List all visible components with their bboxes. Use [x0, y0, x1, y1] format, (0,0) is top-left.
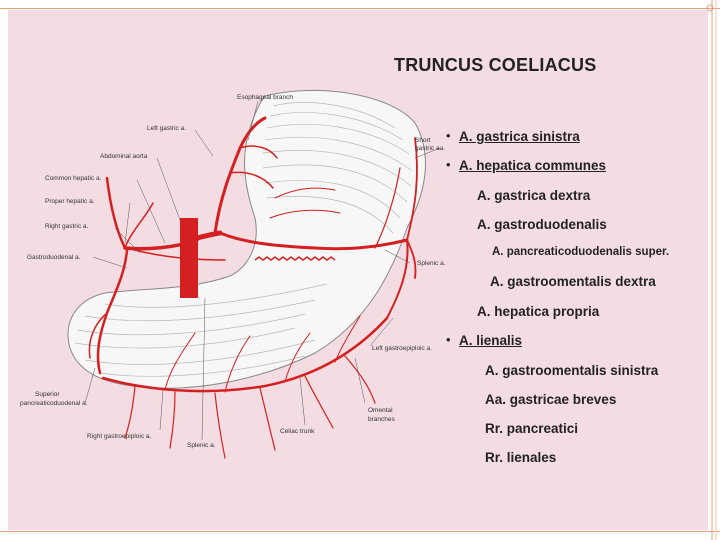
stomach-artery-illustration: Esophageal branch Left gastric a. Abdomi…: [15, 78, 455, 473]
list-item-gastricae-breves: Aa. gastricae breves: [485, 392, 616, 407]
list-item-lienalis: A. lienalis: [459, 333, 522, 348]
label-splenic-right: Splenic a.: [417, 260, 446, 267]
label-right-gastroepiploic: Right gastroepiploic a.: [87, 433, 152, 440]
list-item-hepatica-propria: A. hepatica propria: [477, 304, 599, 319]
label-celiac-trunk: Celiac trunk: [280, 428, 315, 435]
bullet-marker: •: [446, 128, 451, 143]
bullet-marker: •: [446, 157, 451, 172]
label-gastroduodenal: Gastroduodenal a.: [27, 254, 81, 261]
bullet-marker: •: [446, 332, 451, 347]
label-right-gastric: Right gastric a.: [45, 223, 89, 230]
label-left-gastric: Left gastric a.: [147, 125, 186, 132]
list-item-pancreatici: Rr. pancreatici: [485, 421, 578, 436]
label-short-gastric-1: Short: [415, 137, 431, 144]
label-superior-pd-1: Superior: [35, 391, 60, 398]
list-item-gastroomentalis-dextra: A. gastroomentalis dextra: [490, 274, 656, 289]
slide-title: TRUNCUS COELIACUS: [394, 55, 596, 76]
label-proper-hepatic: Proper hepatic a.: [45, 198, 95, 205]
label-short-gastric-2: gastric aa.: [415, 145, 445, 152]
list-item-gastrica-dextra: A. gastrica dextra: [477, 188, 590, 203]
top-frame-line: [0, 8, 720, 9]
list-item-gastroduodenalis: A. gastroduodenalis: [477, 217, 607, 232]
list-item-gastrica-sinistra: A. gastrica sinistra: [459, 129, 580, 144]
list-item-pancreaticoduodenalis: A. pancreaticoduodenalis super.: [492, 246, 669, 258]
list-item-gastroomentalis-sinistra: A. gastroomentalis sinistra: [485, 363, 658, 378]
label-abdominal-aorta: Abdominal aorta: [100, 153, 148, 160]
label-omental-1: Omental: [368, 407, 393, 414]
list-item-hepatica-communes: A. hepatica communes: [459, 158, 606, 173]
list-item-lienales: Rr. lienales: [485, 450, 556, 465]
label-common-hepatic: Common hepatic a.: [45, 175, 102, 182]
label-left-gastroepiploic: Left gastroepiploic a.: [372, 345, 432, 352]
label-esophageal-branch: Esophageal branch: [237, 94, 293, 101]
label-omental-2: branches: [368, 416, 395, 423]
label-splenic-bottom: Splenic a.: [187, 442, 216, 449]
label-superior-pd-2: pancreaticoduodenal a.: [20, 400, 88, 407]
bottom-frame-line: [0, 531, 720, 532]
